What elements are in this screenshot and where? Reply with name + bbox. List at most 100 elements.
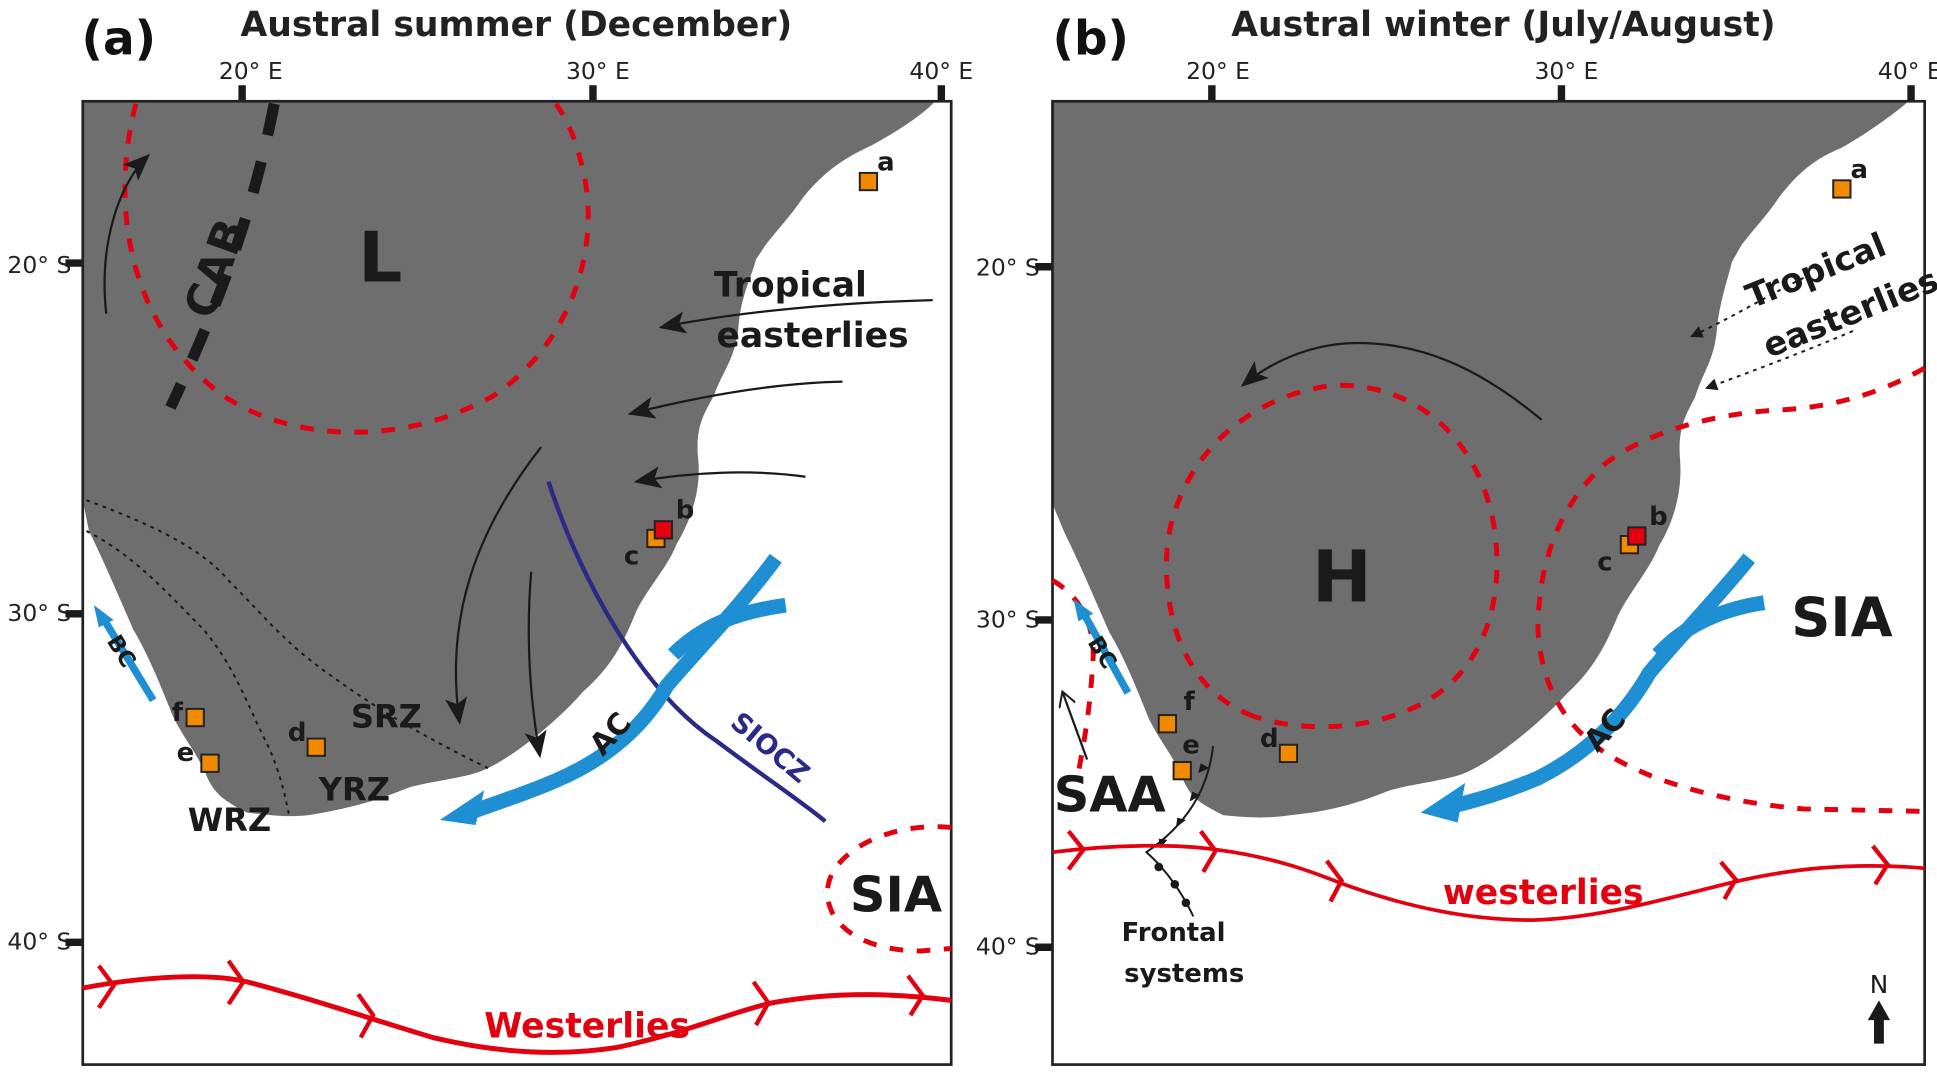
sia-pressure-ridge — [1535, 365, 1926, 814]
sia-pressure-cell — [825, 824, 952, 954]
lon-tick-label: 20° E — [1186, 57, 1250, 85]
africa-landmass — [1052, 101, 1909, 818]
low-pressure-cell — [122, 102, 591, 435]
westerly-chevron — [1871, 844, 1891, 886]
lon-tick-label: 20° E — [219, 57, 283, 85]
site-label-d: d — [1260, 724, 1279, 754]
lat-tick-label: 40° S — [7, 928, 71, 956]
frontal-system-icon — [1144, 745, 1215, 917]
westerly-chevron — [906, 974, 926, 1017]
frontal-label: Frontal — [1122, 918, 1226, 948]
panel-title-a: Austral summer (December) — [241, 5, 793, 45]
ac-label: AC — [582, 705, 638, 762]
lat-tick-label: 40° S — [976, 933, 1040, 961]
warm-front-semicircle — [1154, 862, 1164, 872]
saa-label: SAA — [1054, 765, 1166, 823]
westerly-chevron — [751, 980, 771, 1027]
africa-landmass — [82, 101, 936, 817]
agulhas-current-branch — [668, 597, 787, 660]
site-marker-b — [1627, 526, 1647, 546]
panel-letter-b: (b) — [1053, 11, 1129, 66]
siocz-line — [546, 480, 827, 823]
easterly-arrow — [633, 466, 806, 489]
westerlies-label: westerlies — [1443, 873, 1644, 913]
lon-tick-label: 40° E — [1878, 57, 1937, 85]
site-marker-a — [1832, 179, 1852, 199]
site-marker-e — [200, 753, 220, 773]
tropical-label: Tropical — [714, 265, 867, 305]
wind-arrow — [524, 571, 547, 759]
yrz-label: YRZ — [318, 770, 390, 808]
panel-b: (b) Austral winter (July/August) 20° E 3… — [976, 5, 1937, 1066]
easterly-arrow — [658, 298, 933, 334]
cold-front-triangles — [1158, 763, 1210, 849]
site-marker-b — [653, 520, 674, 540]
lat-tick-label: 30° S — [7, 599, 71, 627]
panel-letter-a: (a) — [82, 11, 157, 66]
benguela-current — [1081, 613, 1132, 695]
site-label-c: c — [624, 541, 639, 571]
rainfall-zone-boundary — [86, 530, 291, 816]
warm-front-semicircle — [1181, 898, 1191, 908]
site-marker-f — [185, 707, 205, 728]
site-label-a: a — [877, 147, 895, 177]
panel-a: (a) Austral summer (December) 20° E 30° … — [7, 5, 973, 1066]
benguela-arrowhead — [1073, 598, 1094, 622]
north-arrow-icon — [1867, 1000, 1891, 1044]
saa-pressure-ridge — [1051, 578, 1096, 779]
srz-label: SRZ — [351, 697, 422, 735]
lat-tick-label: 20° S — [7, 251, 71, 279]
sia-label: SIA — [850, 865, 942, 923]
site-label-d: d — [288, 718, 307, 748]
site-marker-d — [306, 737, 326, 757]
agulhas-arrowhead — [1420, 783, 1466, 823]
panel-title-b: Austral winter (July/August) — [1231, 5, 1775, 45]
westerly-chevron — [1066, 829, 1087, 871]
lat-tick-label: 30° S — [976, 605, 1040, 633]
westerly-chevron — [226, 959, 246, 1006]
site-marker-d — [1278, 743, 1299, 763]
easterly-arrow — [1704, 330, 1854, 391]
agulhas-current-branch — [1652, 595, 1766, 660]
site-label-f: f — [172, 698, 184, 728]
sia-label: SIA — [1791, 586, 1892, 649]
site-marker-a — [858, 171, 879, 192]
benguela-current — [101, 619, 157, 703]
site-label-b: b — [676, 496, 695, 526]
lon-tick-label: 40° E — [909, 57, 973, 85]
wrz-label: WRZ — [188, 801, 271, 839]
easterlies-label: easterlies — [716, 316, 908, 356]
site-marker-e — [1172, 761, 1192, 781]
westerly-chevron — [356, 992, 376, 1039]
high-pressure-label: H — [1312, 535, 1372, 618]
wind-arrow — [445, 446, 542, 725]
systems-label: systems — [1124, 959, 1244, 989]
panel-a-frame — [81, 99, 953, 1066]
lon-tick-label: 30° E — [566, 57, 630, 85]
benguela-arrowhead — [93, 605, 114, 628]
wind-arrow — [103, 153, 151, 314]
westerlies-line — [1052, 843, 1925, 922]
wind-arrow — [1062, 692, 1089, 760]
low-pressure-label: L — [358, 219, 402, 299]
westerlies-line — [82, 974, 952, 1055]
lat-tick-label: 20° S — [976, 253, 1040, 281]
site-label-b: b — [1649, 502, 1668, 532]
westerly-chevron — [1325, 859, 1345, 903]
site-label-e: e — [1182, 730, 1200, 760]
site-label-c: c — [1597, 548, 1612, 578]
warm-front-semicircle — [1170, 879, 1180, 889]
site-label-f: f — [1183, 687, 1195, 717]
easterly-arrow — [1690, 276, 1805, 338]
westerly-chevron — [1199, 829, 1219, 874]
north-label: N — [1870, 970, 1888, 999]
high-pressure-cell — [1164, 382, 1500, 730]
westerlies-label: Westerlies — [484, 1006, 690, 1046]
westerly-chevron — [1719, 860, 1739, 901]
easterly-arrow — [627, 380, 843, 419]
site-label-e: e — [177, 738, 195, 768]
westerly-chevron — [97, 964, 117, 1009]
wind-arrow — [1240, 341, 1543, 421]
site-marker-f — [1157, 714, 1178, 734]
